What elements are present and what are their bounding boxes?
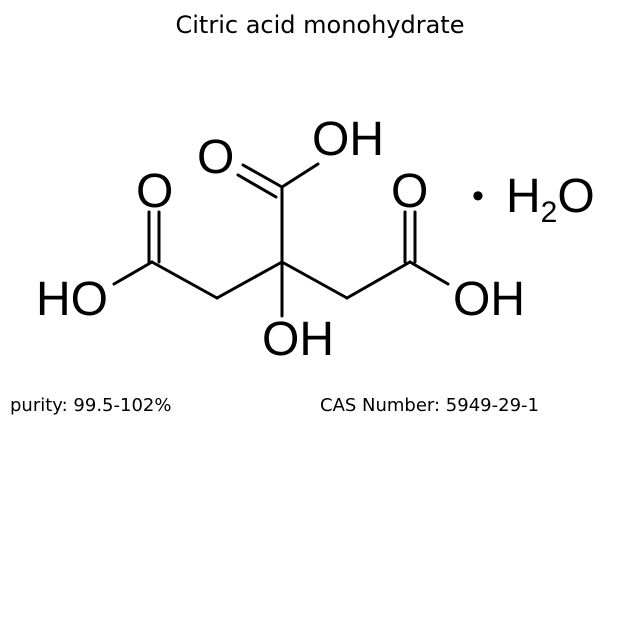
bond-left-hydroxyl: [112, 260, 154, 286]
bond-center-to-left-ch2: [215, 260, 284, 300]
bond-top-carbonyl-double-a: [241, 163, 284, 189]
bond-right-ch2-to-carbon: [345, 260, 412, 300]
atom-left-carbonyl-o: O: [136, 165, 173, 218]
atom-top-carbonyl-o: O: [197, 131, 234, 184]
bond-center-to-right-ch2: [280, 260, 349, 300]
hydrate-subscript: 2: [541, 196, 558, 229]
bond-left-ch2-to-carbon: [150, 260, 219, 300]
atom-left-hydroxyl: HO: [36, 273, 108, 326]
hydrate-dot: •: [472, 177, 484, 215]
bond-right-hydroxyl: [408, 260, 450, 286]
atom-center-hydroxyl: OH: [262, 313, 334, 366]
bond-top-hydroxyl: [280, 162, 320, 189]
hydrate-formula: H2O: [506, 170, 595, 229]
purity-label: purity: 99.5-102%: [10, 395, 172, 416]
atom-right-carbonyl-o: O: [391, 165, 428, 218]
bond-top-carbonyl-double-b: [236, 173, 278, 199]
hydrate-h: H: [506, 170, 541, 223]
hydrate-o: O: [557, 170, 594, 223]
hydrate-separator: •: [472, 177, 484, 215]
atom-top-hydroxyl: OH: [312, 113, 384, 166]
atom-right-hydroxyl: OH: [453, 273, 525, 326]
bond-skeleton: [112, 162, 450, 318]
page-title: Citric acid monohydrate: [175, 11, 465, 39]
cas-number-label: CAS Number: 5949-29-1: [320, 395, 539, 416]
